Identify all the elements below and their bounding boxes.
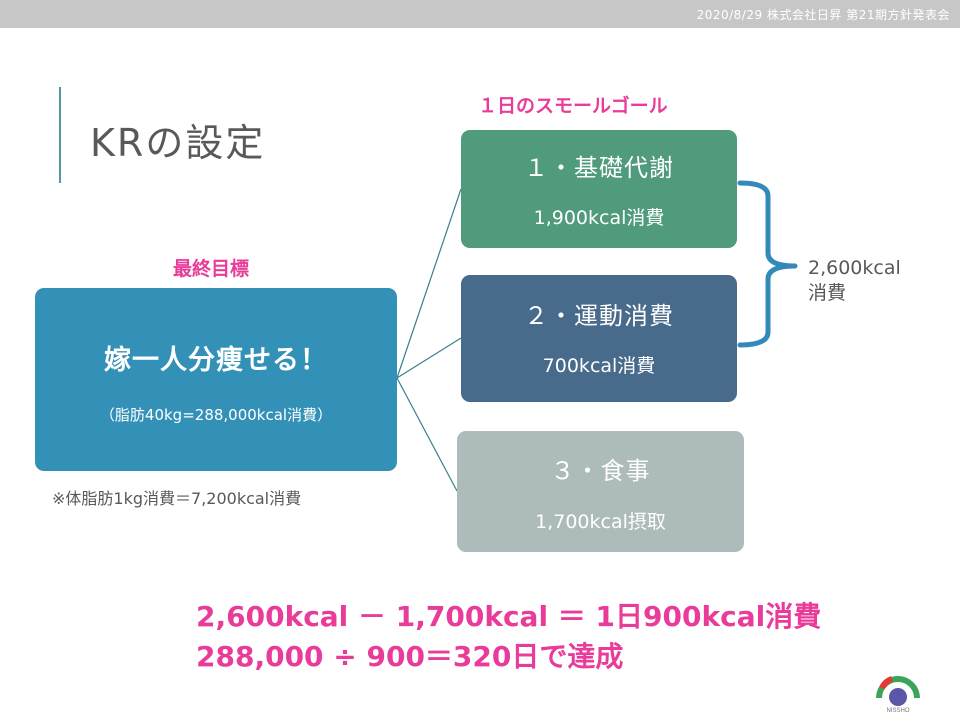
final-goal-box: 嫁一人分痩せる！ （脂肪40kg=288,000kcal消費） bbox=[35, 288, 397, 471]
formula-line-2: 288,000 ÷ 900＝320日で達成 bbox=[196, 640, 624, 673]
subgoal-box-1: １・基礎代謝 1,900kcal消費 bbox=[461, 130, 737, 248]
header-bar: 2020/8/29 株式会社日昇 第21期方針発表会 bbox=[0, 0, 960, 28]
logo-arc-green bbox=[876, 676, 920, 699]
final-goal-detail: （脂肪40kg=288,000kcal消費） bbox=[99, 406, 333, 424]
subgoal-title: ２・運動消費 bbox=[524, 302, 674, 330]
sum-unit: 消費 bbox=[808, 282, 847, 304]
body-fat-note: ※体脂肪1kg消費＝7,200kcal消費 bbox=[52, 489, 302, 508]
header-text: 2020/8/29 株式会社日昇 第21期方針発表会 bbox=[696, 8, 950, 22]
title-accent-rule bbox=[59, 87, 61, 183]
subgoal-box-2: ２・運動消費 700kcal消費 bbox=[461, 275, 737, 402]
logo-circle bbox=[889, 688, 907, 706]
subgoal-value: 1,900kcal消費 bbox=[533, 207, 665, 229]
sum-label: 2,600kcal 消費 bbox=[808, 256, 901, 306]
subgoal-box-3: ３・食事 1,700kcal摂取 bbox=[457, 431, 744, 552]
connector-line-2 bbox=[396, 337, 462, 379]
connector-line-3 bbox=[396, 377, 458, 492]
subgoal-value: 700kcal消費 bbox=[542, 355, 656, 377]
sum-value: 2,600kcal bbox=[808, 257, 901, 279]
connector-line-1 bbox=[396, 188, 462, 379]
formula-line-1: 2,600kcal － 1,700kcal ＝ 1日900kcal消費 bbox=[196, 600, 822, 633]
logo-arc-red bbox=[879, 676, 894, 690]
goal-label: 最終目標 bbox=[173, 258, 250, 280]
slide-title: KRの設定 bbox=[90, 121, 266, 165]
final-goal-text: 嫁一人分痩せる！ bbox=[104, 345, 328, 376]
subgoal-title: ３・食事 bbox=[550, 457, 651, 485]
logo-text: NISSHO bbox=[886, 708, 909, 714]
sum-bracket bbox=[737, 180, 798, 348]
subgoal-title: １・基礎代謝 bbox=[524, 154, 674, 182]
nissho-logo: NISSHO bbox=[876, 676, 920, 714]
subgoal-value: 1,700kcal摂取 bbox=[535, 511, 666, 533]
daily-goal-label: １日のスモールゴール bbox=[478, 95, 668, 117]
